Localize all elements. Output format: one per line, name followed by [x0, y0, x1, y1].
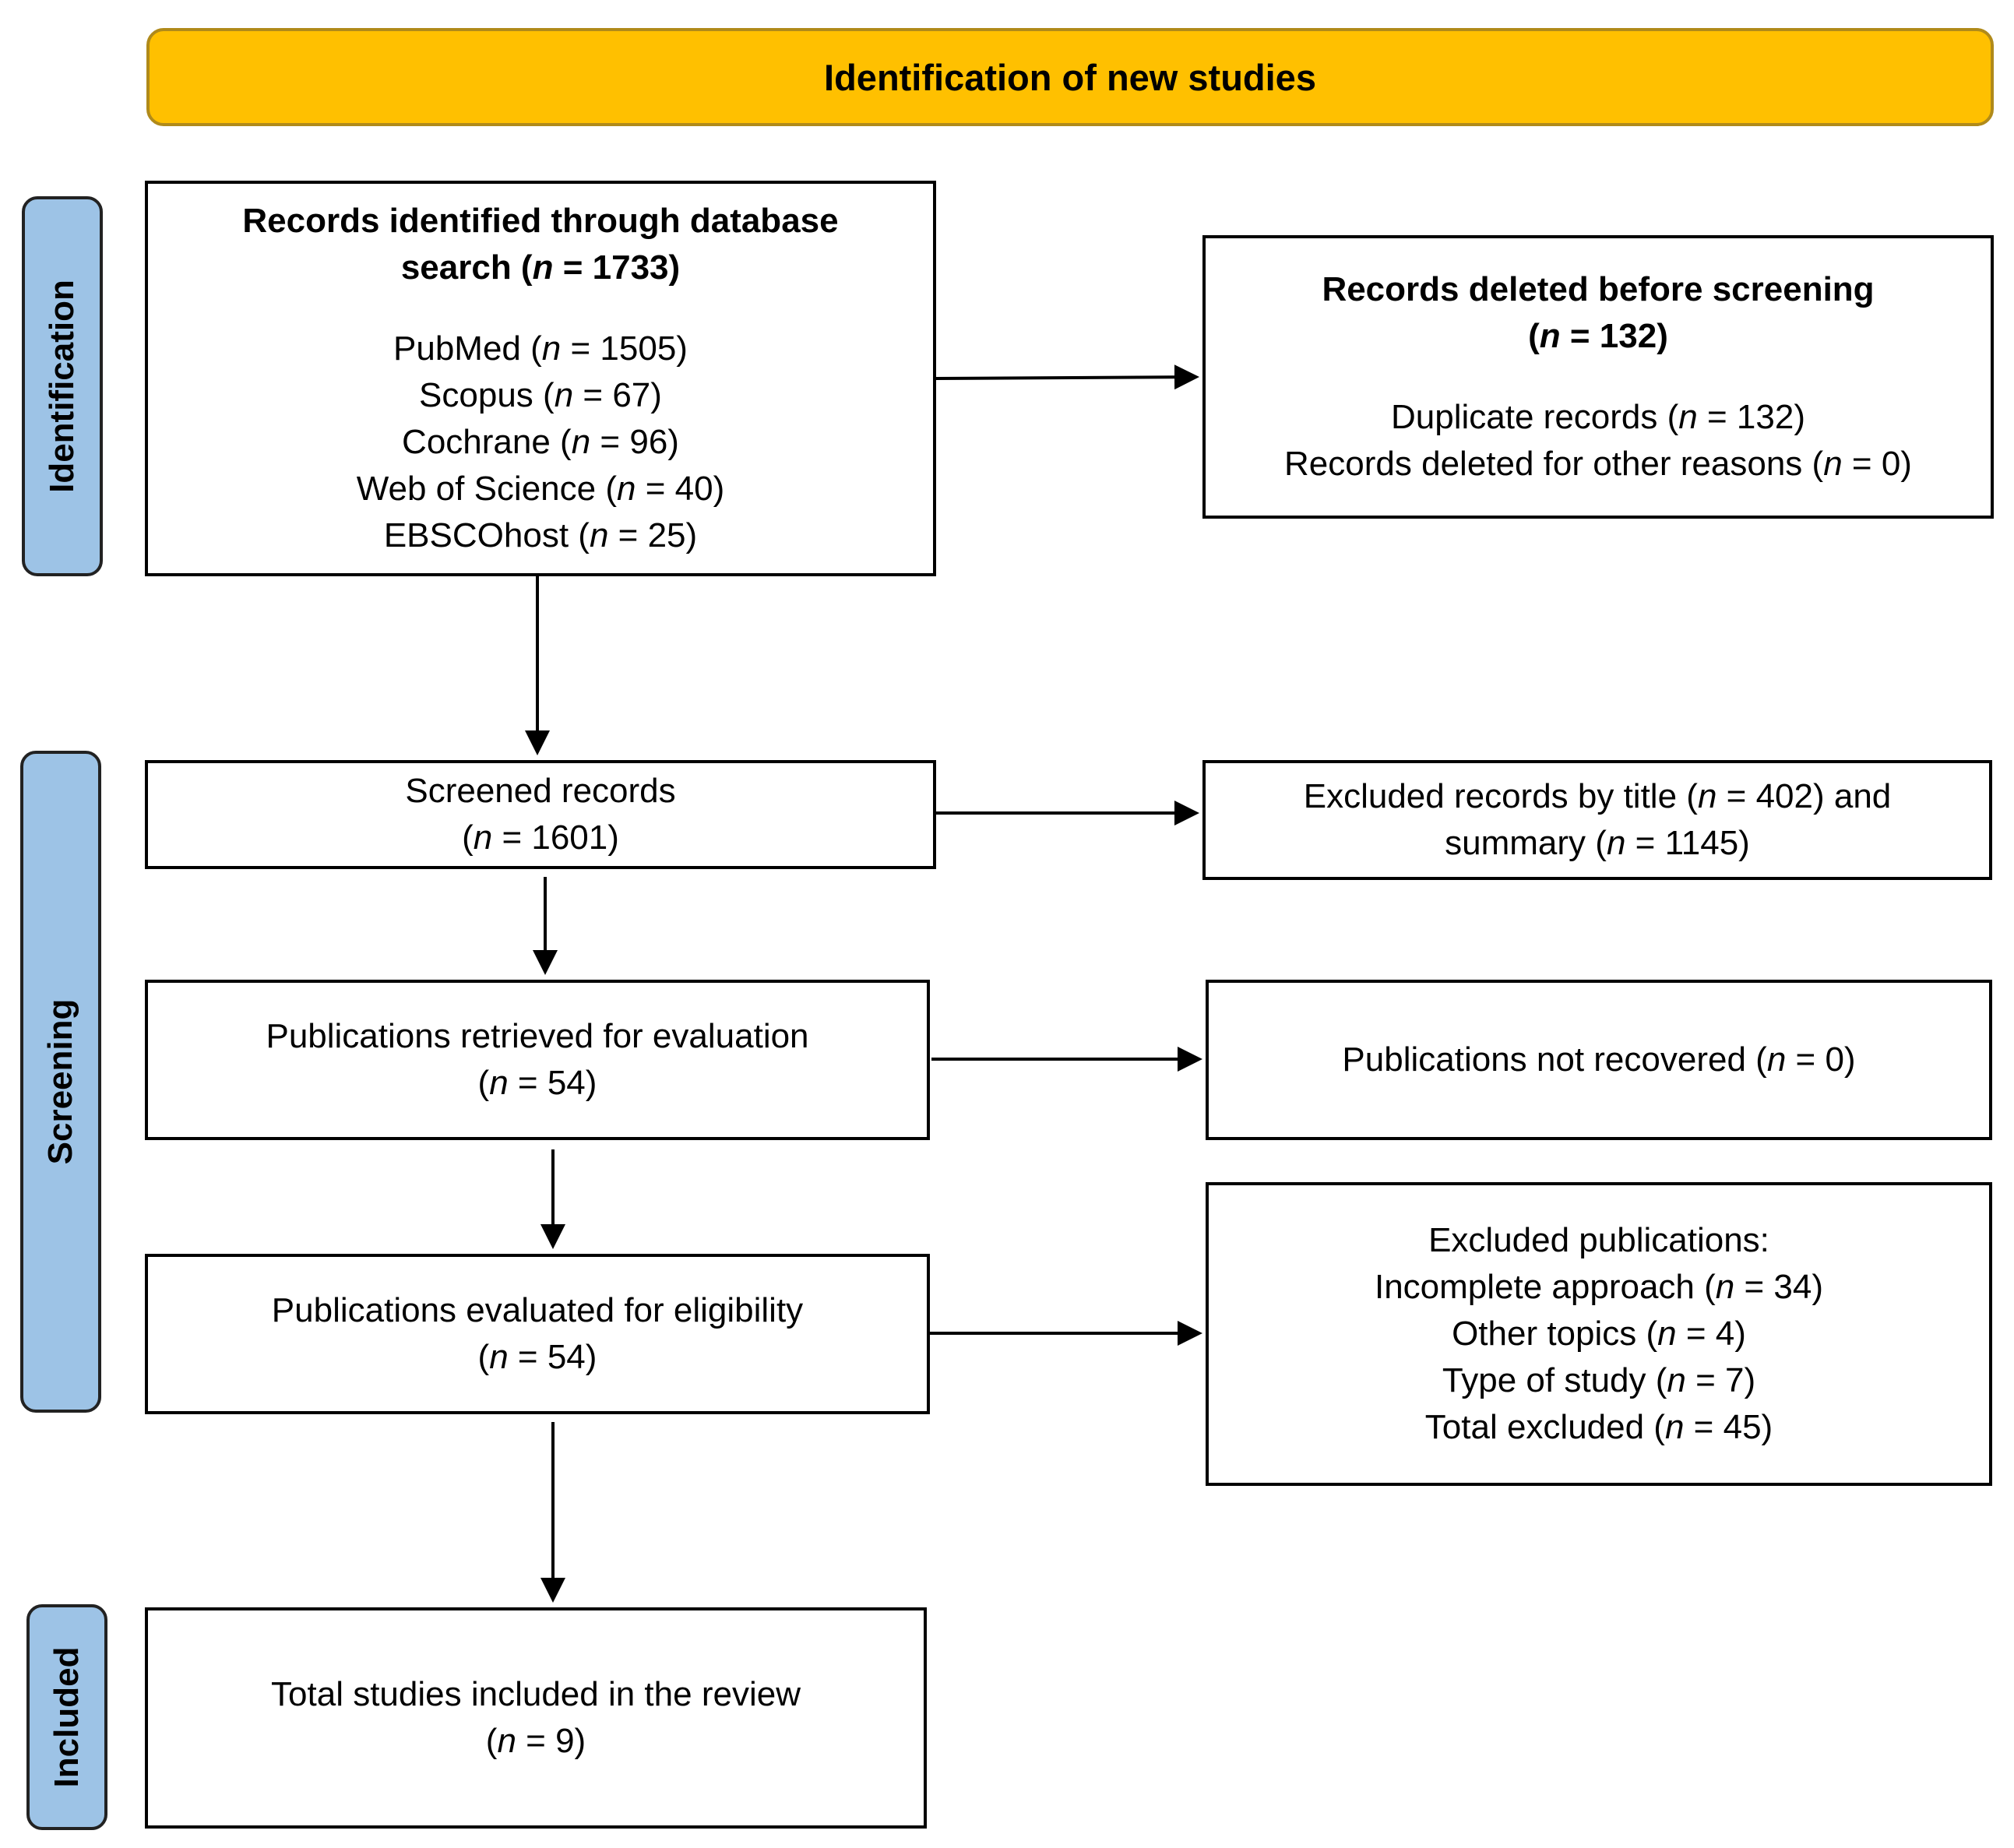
- source-web-of-science: Web of Science (n = 40): [356, 470, 725, 508]
- excluded-other-topics: Other topics (n = 4): [1452, 1315, 1746, 1353]
- box-publications-not-recovered: Publications not recovered (n = 0): [1206, 980, 1992, 1140]
- arrow-search-to-deleted: [935, 364, 1199, 390]
- eligibility-label: Publications evaluated for eligibility: [271, 1291, 804, 1329]
- box-eligibility: Publications evaluated for eligibility (…: [145, 1254, 930, 1414]
- excluded-title-line1: Excluded records by title (n = 402) and: [1303, 777, 1892, 815]
- source-cochrane: Cochrane (n = 96): [402, 423, 679, 461]
- source-pubmed: PubMed (n = 1505): [393, 329, 688, 368]
- phase-included: Included: [26, 1604, 107, 1830]
- box-screened-records: Screened records (n = 1601): [145, 760, 936, 869]
- excluded-total: Total excluded (n = 45): [1424, 1408, 1773, 1446]
- excluded-incomplete-approach: Incomplete approach (n = 34): [1374, 1268, 1824, 1306]
- database-search-title-line2: search (n = 1733): [400, 248, 681, 287]
- screened-label: Screened records: [405, 772, 676, 810]
- deleted-other-reasons: Records deleted for other reasons (n = 0…: [1284, 445, 1912, 483]
- retrieved-value: (n = 54): [477, 1064, 597, 1102]
- excluded-type-of-study: Type of study (n = 7): [1442, 1361, 1756, 1399]
- not-recovered-label: Publications not recovered (n = 0): [1342, 1040, 1856, 1079]
- box-excluded-publications: Excluded publications: Incomplete approa…: [1206, 1182, 1992, 1486]
- box-publications-retrieved: Publications retrieved for evaluation (n…: [145, 980, 930, 1140]
- source-ebscohost: EBSCOhost (n = 25): [383, 516, 698, 554]
- included-value: (n = 9): [485, 1722, 586, 1760]
- included-label: Total studies included in the review: [271, 1675, 801, 1713]
- box-excluded-title-summary: Excluded records by title (n = 402) and …: [1202, 760, 1992, 880]
- box-included-studies: Total studies included in the review (n …: [145, 1607, 927, 1829]
- eligibility-value: (n = 54): [477, 1338, 597, 1376]
- database-search-title-line1: Records identified through database: [242, 202, 839, 240]
- excluded-publications-title: Excluded publications:: [1428, 1221, 1769, 1259]
- phase-screening: Screening: [20, 751, 101, 1413]
- box-database-search: Records identified through database sear…: [145, 181, 936, 576]
- deleted-duplicates: Duplicate records (n = 132): [1391, 398, 1805, 436]
- deleted-title-line2: (n = 132): [1528, 317, 1668, 355]
- source-scopus: Scopus (n = 67): [419, 376, 662, 414]
- deleted-title-line1: Records deleted before screening: [1322, 270, 1875, 308]
- phase-identification: Identification: [22, 196, 103, 576]
- screened-value: (n = 1601): [462, 818, 619, 857]
- excluded-summary-line2: summary (n = 1145): [1445, 824, 1750, 862]
- retrieved-label: Publications retrieved for evaluation: [266, 1017, 809, 1055]
- box-deleted-before-screening: Records deleted before screening (n = 13…: [1202, 235, 1994, 519]
- header-banner: Identification of new studies: [146, 28, 1994, 126]
- header-title: Identification of new studies: [824, 56, 1316, 98]
